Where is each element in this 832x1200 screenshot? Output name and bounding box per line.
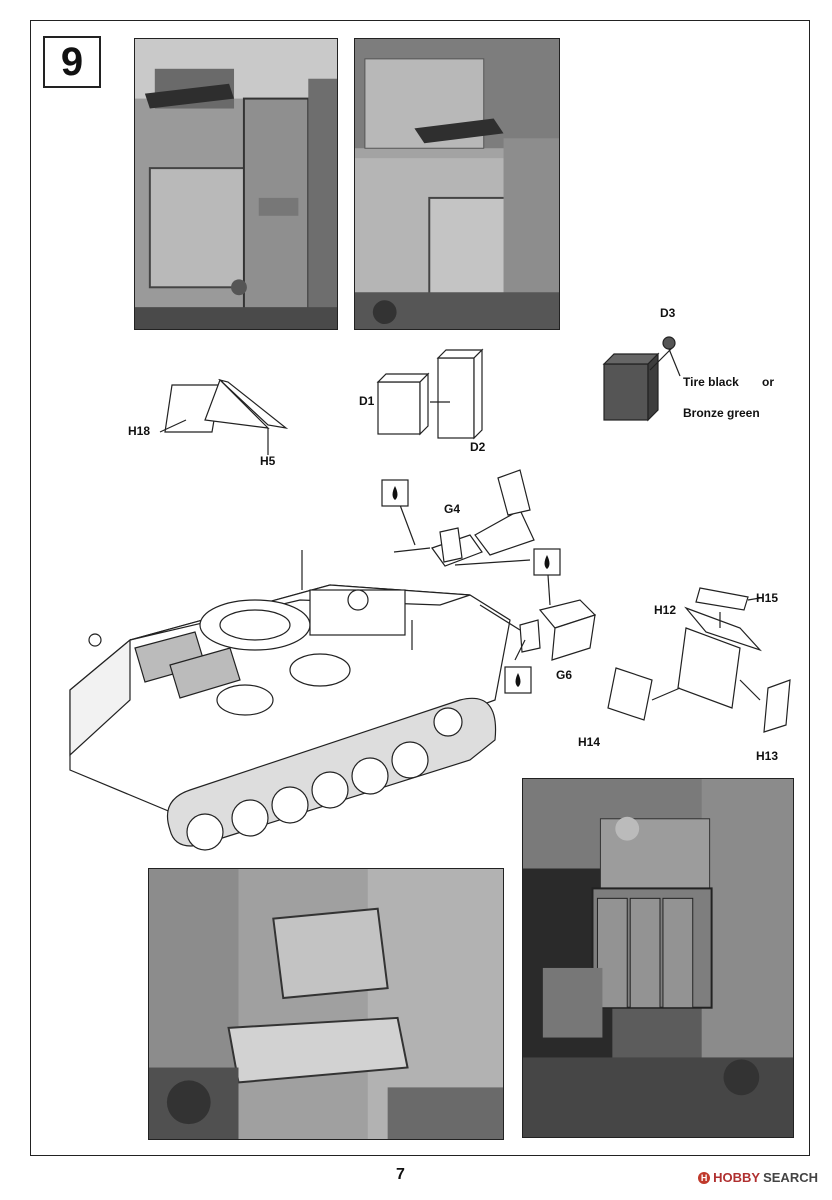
part-label-d3: D3	[660, 306, 676, 320]
page-number: 7	[396, 1166, 405, 1183]
part-label-h13: H13	[756, 749, 779, 763]
part-label-d2: D2	[470, 440, 486, 454]
part-label-d1: D1	[359, 394, 375, 408]
hobbysearch-watermark: H HOBBY SEARCH	[698, 1170, 818, 1185]
part-label-g6: G6	[556, 668, 573, 682]
photo-rear-basket	[148, 868, 504, 1140]
photo-rear-left	[134, 38, 338, 330]
watermark-brand-b: SEARCH	[763, 1170, 818, 1185]
page-frame	[30, 20, 810, 1156]
watermark-brand-a: HOBBY	[713, 1170, 761, 1185]
part-label-h5: H5	[260, 454, 276, 468]
part-label-h15: H15	[756, 591, 779, 605]
paint-bronze-green: Bronze green	[683, 406, 760, 420]
part-label-h14: H14	[578, 735, 601, 749]
part-label-h18: H18	[128, 424, 151, 438]
hobbysearch-logo-icon: H	[698, 1171, 711, 1184]
photo-rear-right	[354, 38, 560, 330]
paint-or: or	[762, 375, 774, 389]
part-label-g4: G4	[444, 502, 461, 516]
step-number: 9	[43, 36, 101, 88]
part-label-h12: H12	[654, 603, 677, 617]
photo-jerrycans	[522, 778, 794, 1138]
paint-tire-black: Tire black	[683, 375, 739, 389]
